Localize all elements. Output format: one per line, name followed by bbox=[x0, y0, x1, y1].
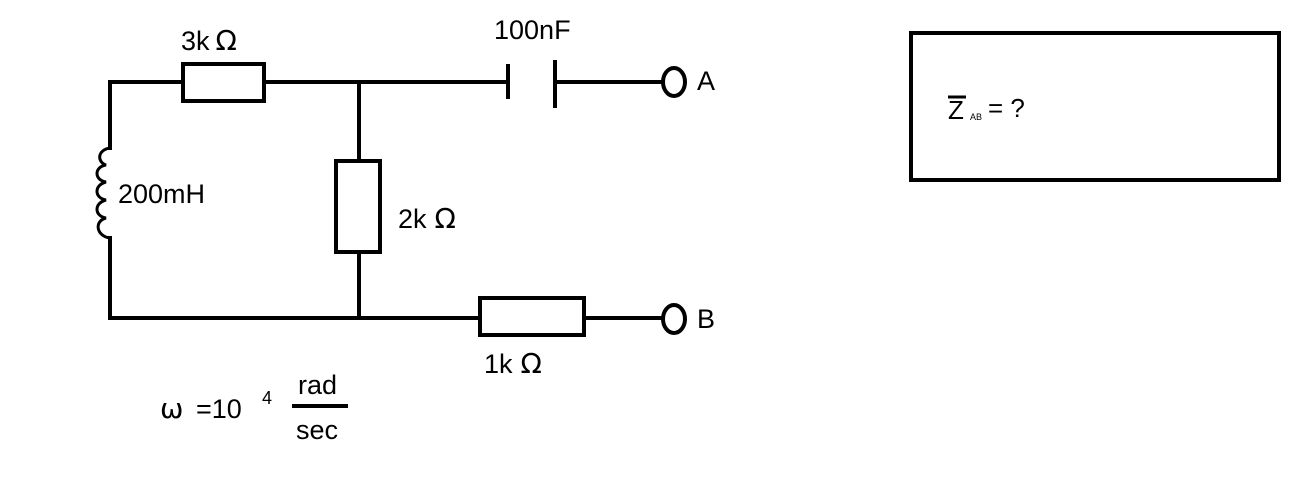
terminal-b-circle bbox=[661, 303, 687, 335]
omega-denominator: sec bbox=[296, 415, 338, 445]
terminal-a-circle bbox=[661, 66, 687, 98]
omega-formula: ω =10 4 rad sec bbox=[160, 370, 348, 445]
omega-symbol: ω bbox=[160, 392, 183, 425]
question-box bbox=[909, 31, 1281, 182]
label-terminal-a: A bbox=[697, 66, 715, 96]
z-symbol: Z bbox=[948, 95, 964, 125]
question-text: = ? bbox=[988, 93, 1025, 123]
label-terminal-b: B bbox=[697, 304, 715, 334]
omega-numerator: rad bbox=[298, 370, 337, 400]
resistor-2k bbox=[334, 159, 382, 254]
omega-equals: =10 bbox=[196, 394, 242, 424]
resistor-3k bbox=[181, 62, 266, 103]
resistor-1k bbox=[478, 296, 586, 337]
label-inductor: 200mH bbox=[118, 179, 205, 209]
inductor-coil bbox=[95, 146, 111, 240]
label-capacitor: 100nF bbox=[494, 15, 571, 45]
capacitor bbox=[506, 60, 557, 108]
omega-exponent: 4 bbox=[262, 388, 272, 408]
wires bbox=[108, 80, 665, 320]
z-subscript: AB bbox=[970, 112, 982, 122]
